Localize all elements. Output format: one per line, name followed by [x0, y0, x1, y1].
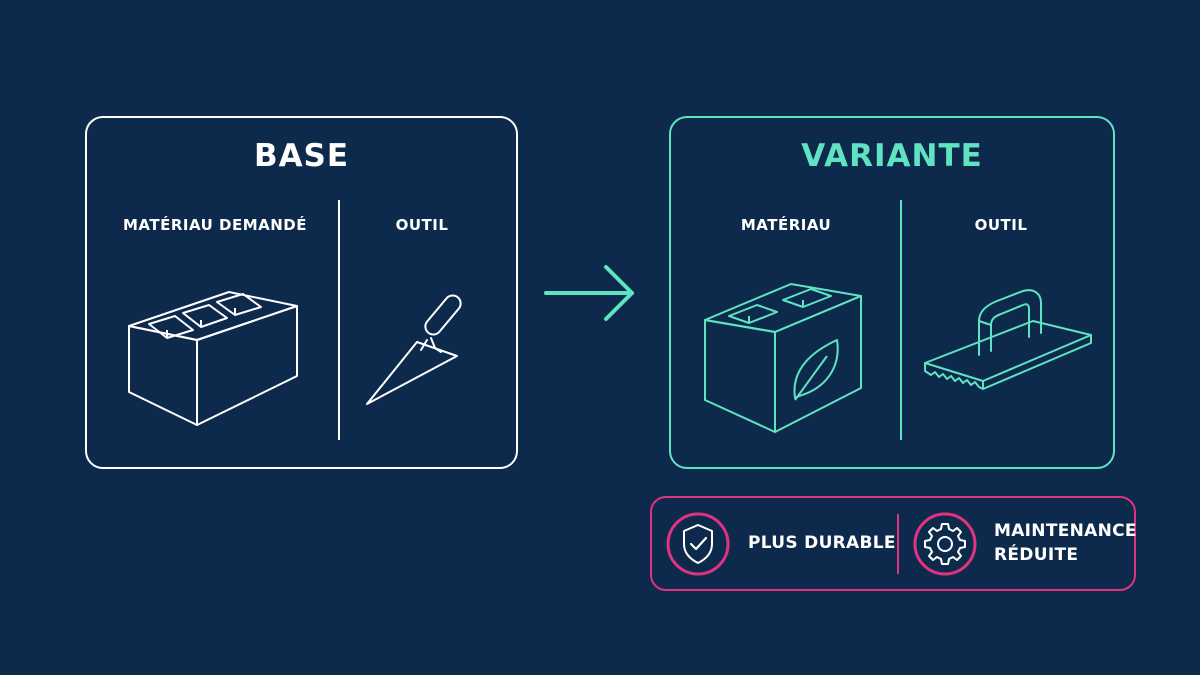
eco-block-icon — [704, 283, 862, 433]
notched-trowel-icon — [924, 289, 1092, 390]
variant-tool-label: OUTIL — [974, 216, 1028, 234]
base-title: BASE — [253, 138, 350, 174]
gear-icon — [913, 512, 977, 576]
variant-title: VARIANTE — [801, 138, 983, 174]
shield-check-icon — [666, 512, 730, 576]
variant-panel: VARIANTE MATÉRIAU OUTIL — [669, 116, 1115, 469]
benefit-maintenance-line1: MAINTENANCE — [994, 521, 1137, 541]
benefits-box: PLUS DURABLE MAINTENANCE RÉDUITE — [650, 496, 1137, 591]
benefit-maintenance-line2: RÉDUITE — [994, 545, 1079, 565]
base-tool-label: OUTIL — [395, 216, 449, 234]
arrow-right-icon — [544, 265, 634, 321]
cinder-block-icon — [128, 291, 298, 426]
base-divider — [338, 200, 340, 440]
variant-material-label: MATÉRIAU — [740, 216, 832, 234]
trowel-icon — [366, 294, 462, 405]
base-panel: BASE MATÉRIAU DEMANDÉ OUTIL — [85, 116, 518, 469]
variant-divider — [900, 200, 902, 440]
benefit-durable-label: PLUS DURABLE — [748, 533, 896, 553]
base-material-label: MATÉRIAU DEMANDÉ — [122, 216, 307, 234]
benefits-divider — [897, 514, 899, 574]
benefit-maintenance-label: MAINTENANCE RÉDUITE — [994, 519, 1137, 567]
